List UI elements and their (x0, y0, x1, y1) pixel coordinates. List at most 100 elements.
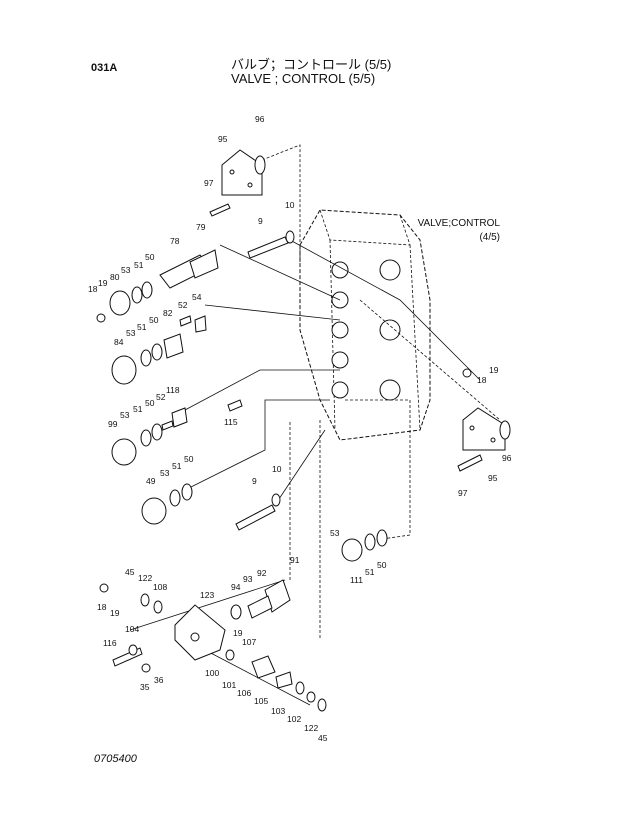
drawing-number: 0705400 (94, 753, 137, 765)
part-label: 97 (458, 488, 468, 498)
part-label: 45 (318, 733, 328, 743)
part-label: 51 (133, 404, 143, 414)
title-japanese: バルブ；コントロール (5/5) (231, 57, 392, 72)
part-label: 107 (242, 637, 256, 647)
bolt-97-right (457, 454, 483, 472)
spring-105 (251, 655, 276, 679)
washer-10-top (285, 230, 295, 244)
reference-line-2: (4/5) (479, 232, 500, 243)
reference-label: VALVE;CONTROL (4/5) (416, 217, 500, 245)
screw-18-a (96, 313, 106, 323)
sleeve-82 (163, 333, 184, 359)
part-label: 49 (146, 476, 156, 486)
ring-51-b (140, 349, 152, 367)
part-label: 52 (178, 300, 188, 310)
part-label: 111 (350, 575, 363, 585)
part-label: 51 (365, 567, 375, 577)
bolt-116 (112, 647, 143, 667)
part-label: 18 (97, 602, 107, 612)
bolt-97-top (209, 203, 231, 217)
spring-92 (247, 595, 273, 619)
part-number-labels: 95 96 97 9 10 78 79 18 19 80 53 51 50 52… (88, 114, 512, 743)
part-label: 122 (304, 723, 318, 733)
plug-118 (171, 407, 188, 428)
spring-79 (189, 249, 219, 279)
plate-95-right (462, 407, 506, 451)
part-label: 100 (205, 668, 219, 678)
washer-104 (128, 644, 138, 656)
part-label: 116 (103, 638, 117, 648)
plate-95-top (221, 149, 263, 196)
part-label: 108 (153, 582, 167, 592)
part-label: 92 (257, 568, 267, 578)
part-label: 103 (271, 706, 285, 716)
part-label: 93 (243, 574, 253, 584)
part-label: 101 (222, 680, 236, 690)
part-label: 96 (502, 453, 512, 463)
plug-99 (111, 438, 137, 466)
part-label: 91 (290, 555, 300, 565)
part-label: 10 (285, 200, 295, 210)
part-label: 50 (184, 454, 194, 464)
part-label: 105 (254, 696, 268, 706)
part-label: 82 (163, 308, 173, 318)
plug-35 (141, 663, 151, 673)
part-label: 53 (121, 265, 131, 275)
part-label: 123 (200, 590, 214, 600)
part-label: 45 (125, 567, 135, 577)
part-label: 53 (160, 468, 170, 478)
part-label: 102 (287, 714, 301, 724)
ring-50-d (181, 483, 193, 501)
part-label: 9 (252, 476, 257, 486)
ring-50-b (151, 343, 163, 361)
part-label: 51 (172, 461, 182, 471)
part-label: 50 (145, 398, 155, 408)
part-label: 54 (192, 292, 202, 302)
part-label: 84 (114, 337, 124, 347)
seat-102 (295, 681, 305, 695)
plug-49 (141, 497, 167, 525)
part-label: 53 (120, 410, 130, 420)
ring-122-a (153, 600, 163, 614)
ring-122-b (306, 691, 316, 703)
ring-93 (230, 604, 242, 620)
stopper-54 (194, 315, 207, 333)
washer-10-lower (271, 493, 281, 507)
part-label: 50 (149, 315, 159, 325)
ring-51-c (140, 429, 152, 447)
part-label: 106 (237, 688, 251, 698)
title-english: VALVE ; CONTROL (5/5) (231, 71, 376, 86)
pin-52-a (179, 315, 192, 327)
ring-51-e (364, 533, 376, 551)
part-label: 19 (110, 608, 120, 618)
oring-96-right (499, 420, 511, 440)
part-label: 53 (126, 328, 136, 338)
part-label: 95 (488, 473, 498, 483)
part-label: 18 (88, 284, 98, 294)
screw-18-c (99, 583, 109, 593)
screw-19-b (462, 368, 472, 378)
ring-51-a (131, 286, 143, 304)
part-label: 19 (233, 628, 243, 638)
part-label: 10 (272, 464, 282, 474)
plug-84 (111, 355, 137, 385)
part-label: 50 (145, 252, 155, 262)
ring-50-a (141, 281, 153, 299)
part-label: 79 (196, 222, 206, 232)
bolt-9-top (247, 236, 289, 259)
part-label: 36 (154, 675, 164, 685)
part-label: 95 (218, 134, 228, 144)
plug-80 (109, 290, 131, 316)
part-label: 80 (110, 272, 120, 282)
part-label: 104 (125, 624, 139, 634)
cover-block (174, 604, 226, 661)
part-label: 52 (156, 392, 166, 402)
ring-50-e (376, 529, 388, 547)
part-label: 19 (98, 278, 108, 288)
fitting-115 (227, 399, 243, 412)
ring-100 (225, 649, 235, 661)
part-label: 35 (140, 682, 150, 692)
plug-45-a (140, 593, 150, 607)
part-label: 18 (477, 375, 487, 385)
